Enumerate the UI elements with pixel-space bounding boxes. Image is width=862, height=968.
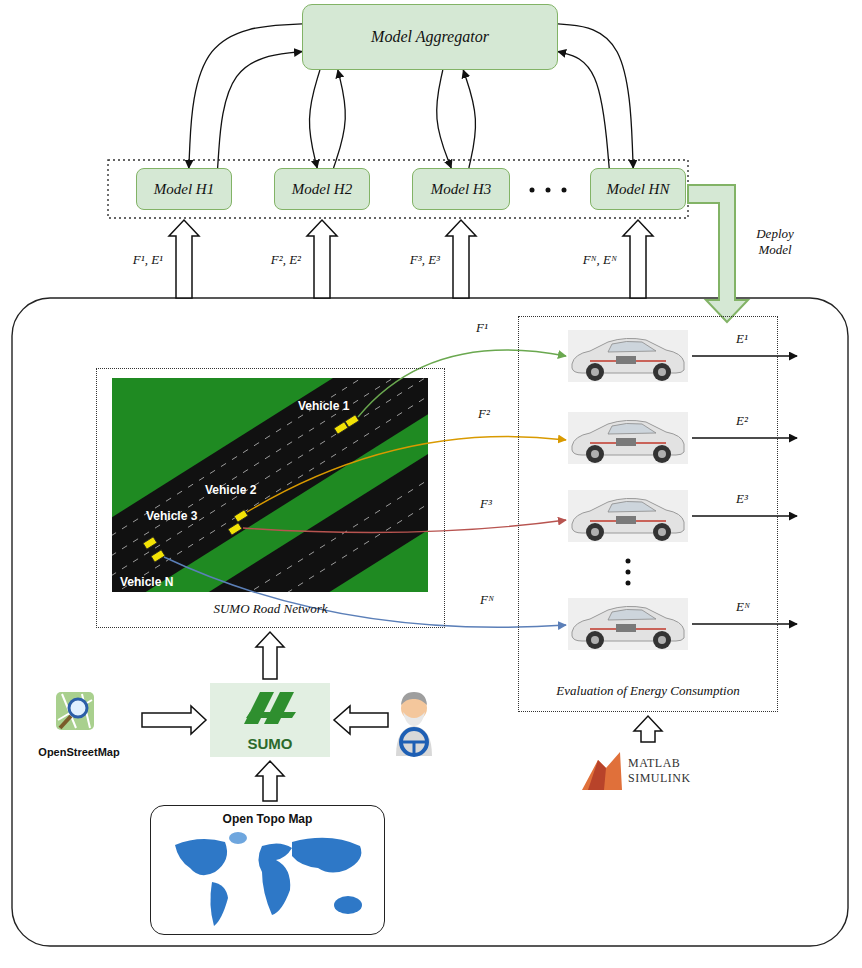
flow-label: F³, E³ xyxy=(410,252,440,268)
arrow-label: Deploy Model xyxy=(746,226,804,258)
data-source-box: Open Topo Map xyxy=(150,805,385,935)
exchange-arrow xyxy=(218,52,302,168)
block-arrow xyxy=(634,716,662,742)
exchange-arrow xyxy=(558,52,609,168)
node-text: Open Topo Map xyxy=(223,812,313,826)
exchange-arrow xyxy=(463,70,475,168)
world-map xyxy=(175,832,362,926)
node-text: OpenStreetMap xyxy=(38,746,119,758)
block-arrow xyxy=(256,632,284,679)
road-network-panel: SUMO Road Network xyxy=(96,368,445,628)
exchange-arrow xyxy=(309,70,319,168)
energy-label: E² xyxy=(736,413,748,429)
node-text: Model Aggregator xyxy=(371,28,489,46)
energy-label: Eᴺ xyxy=(736,599,750,615)
matlab-logo xyxy=(582,752,622,790)
feature-label: Fᴺ xyxy=(480,592,494,608)
energy-evaluation-panel: Evaluation of Energy Consumption xyxy=(518,316,778,712)
data-source: OpenStreetMap xyxy=(30,690,128,758)
openstreetmap-icon xyxy=(56,692,94,730)
simulator-box: SUMO xyxy=(210,683,330,757)
exchange-arrow xyxy=(437,70,452,168)
vehicle-icons xyxy=(143,415,359,562)
model-box: Model HN xyxy=(590,168,686,210)
driver-arrow xyxy=(334,706,388,734)
driver-icon xyxy=(396,692,432,756)
vehicle-label: Vehicle 1 xyxy=(298,399,349,413)
exchange-arrow xyxy=(334,70,346,168)
feature-label: F¹ xyxy=(476,320,488,336)
node-text: Model HN xyxy=(607,181,670,198)
vehicle-label: Vehicle N xyxy=(120,575,173,589)
feature-label: F³ xyxy=(480,496,492,512)
tool-logo: MATLAB SIMULINK xyxy=(578,746,702,796)
output-arrows xyxy=(692,356,797,624)
feature-label: F² xyxy=(478,406,490,422)
node-text: Model H2 xyxy=(292,181,352,198)
energy-label: E¹ xyxy=(736,331,748,347)
trajectory-lines xyxy=(164,350,566,627)
flow-label: F², E² xyxy=(271,252,301,268)
vehicle-label: Vehicle 2 xyxy=(205,483,256,497)
sumo-logo xyxy=(210,683,330,757)
node-text: Evaluation of Energy Consumption xyxy=(556,683,739,699)
model-box: Model H2 xyxy=(274,168,370,210)
model-group-frame xyxy=(108,160,688,218)
deploy-arrow xyxy=(688,185,748,322)
block-arrow xyxy=(256,761,284,801)
exchange-arrow xyxy=(189,24,302,168)
vehicle-models xyxy=(568,330,688,650)
node-text: SUMO Road Network xyxy=(213,601,327,617)
node-text: Model H3 xyxy=(431,181,491,198)
flow-label: F¹, E¹ xyxy=(133,252,163,268)
flow-label: Fᴺ, Eᴺ xyxy=(583,252,617,268)
energy-label: E³ xyxy=(736,491,748,507)
simulation-frame xyxy=(12,298,848,946)
road-network-image xyxy=(100,311,440,737)
aggregator-box: Model Aggregator xyxy=(302,4,558,70)
model-box: Model H1 xyxy=(136,168,232,210)
node-text: MATLAB SIMULINK xyxy=(628,756,700,786)
exchange-arrow xyxy=(558,24,633,168)
block-arrow xyxy=(142,706,206,734)
node-text: Model H1 xyxy=(154,181,214,198)
upload-arrows xyxy=(169,220,653,298)
ellipsis-dots xyxy=(530,188,567,193)
vertical-ellipsis xyxy=(626,559,631,586)
model-box: Model H3 xyxy=(412,168,510,210)
node-text: SUMO xyxy=(248,735,293,752)
vehicle-label: Vehicle 3 xyxy=(146,509,197,523)
